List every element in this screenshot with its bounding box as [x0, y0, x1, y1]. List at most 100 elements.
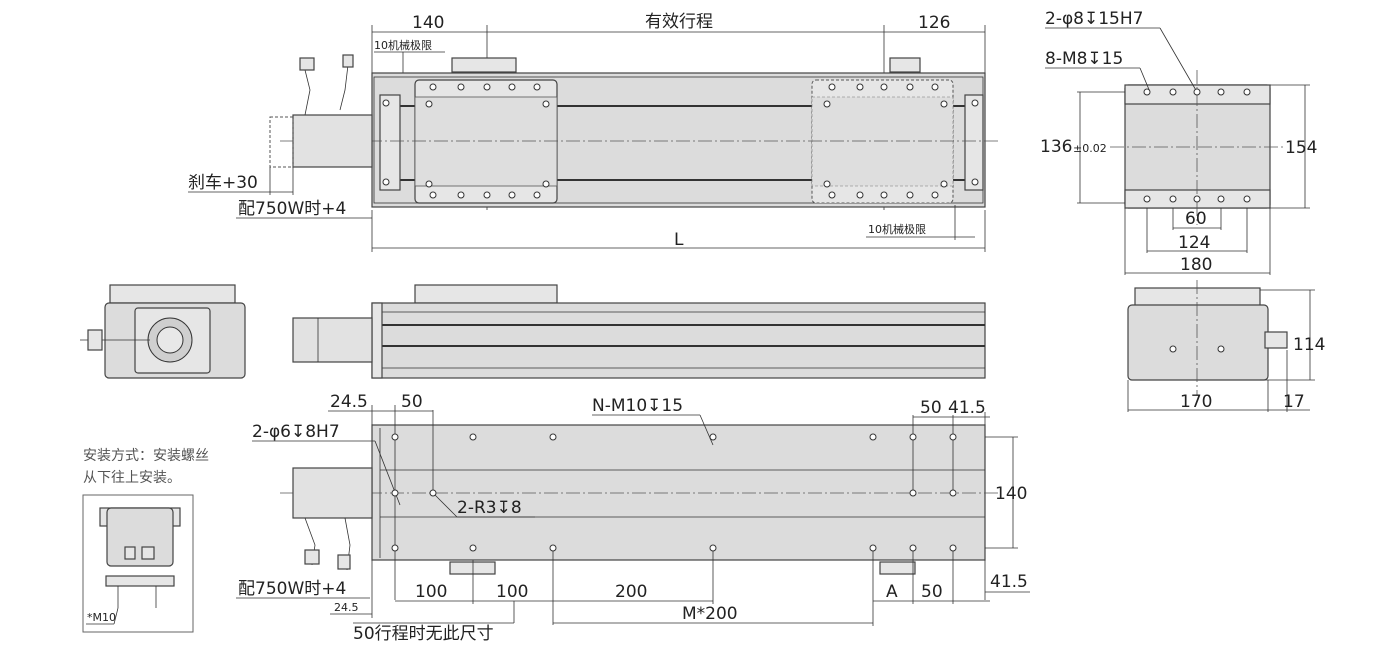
hole-icon — [457, 83, 465, 91]
hole-icon — [1217, 195, 1225, 203]
hole-icon — [971, 99, 979, 107]
hole-icon — [1193, 88, 1201, 96]
end-view-top: 2-φ8↧15H7 8-M8↧15 136 ±0.02 154 60 124 1… — [1040, 9, 1317, 275]
motor-bottom — [292, 467, 373, 519]
hole-icon — [823, 180, 831, 188]
connector — [299, 57, 315, 71]
dim-a: A — [886, 582, 898, 602]
dim-50-bottom: 50 — [921, 582, 943, 602]
dim-41-5-bottom: 41.5 — [990, 572, 1028, 592]
hole-icon — [931, 191, 939, 199]
dim-17: 17 — [1283, 392, 1305, 412]
note-50-stroke: 50行程时无此尺寸 — [353, 624, 494, 644]
tapped-holes-bottom: N-M10↧15 — [592, 396, 683, 416]
hole-icon — [391, 433, 399, 441]
hole-icon — [856, 83, 864, 91]
tapped-holes-label: 8-M8↧15 — [1045, 49, 1123, 69]
w750-label-top: 配750W时+4 — [238, 199, 346, 219]
pin-holes-bottom: 2-φ6↧8H7 — [252, 422, 340, 442]
connector — [342, 54, 354, 68]
hole-icon — [1143, 195, 1151, 203]
hole-icon — [382, 178, 390, 186]
hole-icon — [1169, 345, 1177, 353]
hole-icon — [549, 433, 557, 441]
hole-icon — [931, 83, 939, 91]
carriage-side — [414, 284, 558, 304]
sensor-right — [889, 57, 921, 73]
hole-icon — [709, 433, 717, 441]
hole-icon — [940, 100, 948, 108]
hole-icon — [469, 544, 477, 552]
hole-icon — [533, 191, 541, 199]
hole-icon — [391, 489, 399, 497]
hole-icon — [483, 191, 491, 199]
bracket-right — [879, 561, 916, 575]
hole-icon — [949, 544, 957, 552]
length-L: L — [674, 230, 684, 250]
hole-icon — [542, 180, 550, 188]
hole-icon — [533, 83, 541, 91]
dim-200: 200 — [615, 582, 647, 602]
hole-icon — [429, 83, 437, 91]
hole-icon — [425, 180, 433, 188]
brake-extension — [269, 116, 294, 168]
hole-icon — [828, 191, 836, 199]
hole-icon — [508, 191, 516, 199]
dim-50-top-left: 50 — [401, 392, 423, 412]
mech-limit-right: 10机械极限 — [868, 222, 926, 236]
dim-140: 140 — [412, 13, 444, 33]
hole-icon — [906, 83, 914, 91]
actuator-body-bottom — [371, 424, 986, 561]
hole-icon — [508, 83, 516, 91]
hole-icon — [828, 83, 836, 91]
mounting-holes — [382, 83, 1251, 552]
hole-icon — [382, 99, 390, 107]
tolerance: ±0.02 — [1073, 142, 1107, 155]
hole-icon — [425, 100, 433, 108]
hole-icon — [542, 100, 550, 108]
hole-icon — [823, 100, 831, 108]
hole-icon — [549, 544, 557, 552]
dim-100-a: 100 — [415, 582, 447, 602]
dim-136: 136 — [1040, 137, 1072, 157]
end-view-motor — [80, 284, 246, 379]
dim-24-5-top: 24.5 — [330, 392, 368, 412]
dim-124: 124 — [1178, 233, 1210, 253]
hole-icon — [909, 489, 917, 497]
hole-icon — [869, 544, 877, 552]
mounting-note-line1: 安装方式：安装螺丝 — [83, 448, 209, 464]
hole-icon — [1243, 88, 1251, 96]
hole-icon — [457, 191, 465, 199]
hole-icon — [1169, 88, 1177, 96]
mech-limit-left: 10机械极限 — [374, 38, 432, 52]
hole-icon — [906, 191, 914, 199]
sensor-left — [451, 57, 517, 73]
hole-icon — [949, 489, 957, 497]
motor-side — [292, 317, 373, 363]
end-cap-left — [379, 94, 401, 191]
end-view-side: 114 170 17 — [1127, 280, 1325, 412]
dim-140-bottom: 140 — [995, 484, 1027, 504]
mounting-note-line2: 从下往上安装。 — [83, 470, 181, 486]
hole-icon — [880, 191, 888, 199]
dim-154: 154 — [1285, 138, 1317, 158]
end-cap-right — [964, 94, 984, 191]
hole-icon — [869, 433, 877, 441]
dim-170: 170 — [1180, 392, 1212, 412]
hole-icon — [880, 83, 888, 91]
hole-icon — [1193, 195, 1201, 203]
w750-label-bottom: 配750W时+4 — [238, 579, 346, 599]
hole-icon — [469, 433, 477, 441]
hole-icon — [940, 180, 948, 188]
hole-icon — [1143, 88, 1151, 96]
hole-icon — [1217, 88, 1225, 96]
dim-41-5-top: 41.5 — [948, 398, 986, 418]
dim-114: 114 — [1293, 335, 1325, 355]
motor-top — [292, 114, 373, 168]
hole-icon — [909, 544, 917, 552]
hole-icon — [429, 191, 437, 199]
mounting-note: 安装方式：安装螺丝 从下往上安装。 *M10 — [82, 448, 209, 633]
connector — [337, 554, 351, 570]
hole-icon — [971, 178, 979, 186]
